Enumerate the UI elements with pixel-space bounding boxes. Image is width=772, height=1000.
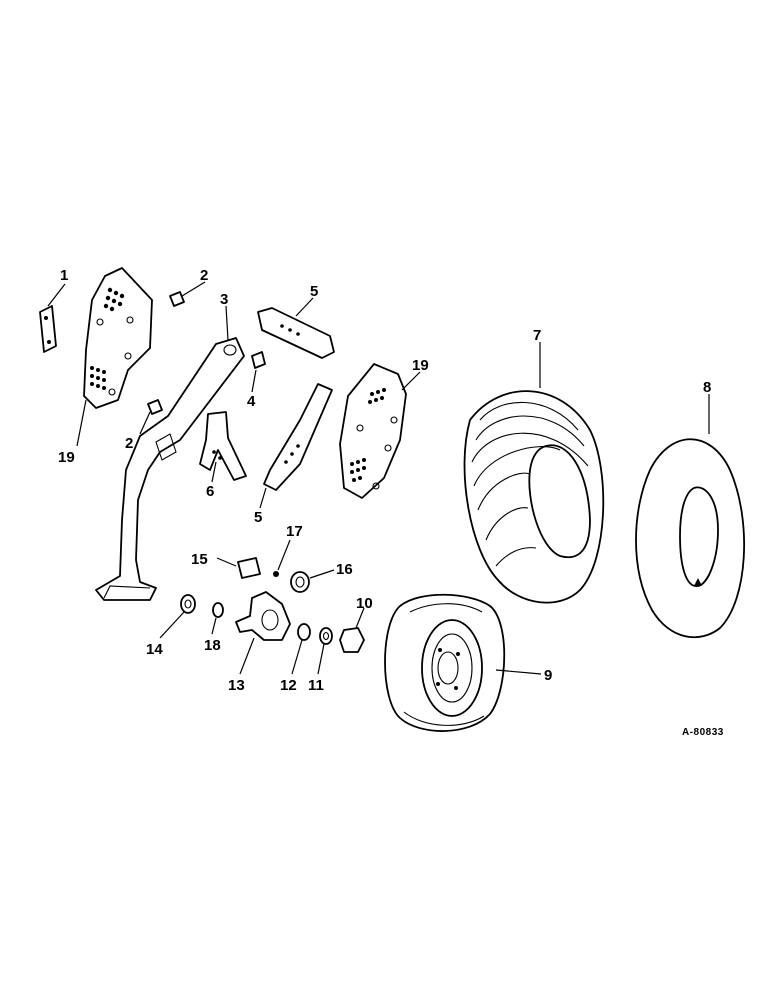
callout-16: 16 [336,561,353,578]
callout-1: 1 [60,267,68,284]
callout-12: 12 [280,677,297,694]
callout-11: 11 [308,677,324,694]
callout-18: 18 [204,637,221,654]
callout-14: 14 [146,641,163,658]
callout-10: 10 [356,595,373,612]
part-11-nut [319,627,333,645]
part-16-bearing [290,571,310,593]
part-1-bracket [39,305,57,353]
part-10-hub-cap [339,627,365,653]
part-15-bearing-cup [237,557,261,579]
part-19-side-plate-right [339,363,407,499]
part-5-link-upper [257,307,335,359]
part-12-washer [297,623,311,641]
part-13-spindle [235,591,291,641]
callout-7: 7 [533,327,541,344]
part-5-link-lower [263,383,333,491]
leader-lines [47,281,710,675]
part-14-nut [180,594,196,614]
drawing-number: A-80833 [682,727,724,738]
callout-9: 9 [544,667,552,684]
callout-5-bottom: 5 [254,509,262,526]
callout-13: 13 [228,677,245,694]
part-3-main-arm [95,337,245,601]
part-18-washer [212,602,224,618]
part-6-v-bracket [199,411,247,481]
part-2-spacer-mid [147,399,163,415]
callout-8: 8 [703,379,711,396]
part-7-tire [463,390,605,604]
part-19-side-plate-left [83,267,153,409]
part-8-inner-tube [635,438,746,639]
part-9-wheel-rim [384,593,506,732]
callout-2-mid: 2 [125,435,133,452]
part-2-spacer-top [169,291,185,307]
callout-6: 6 [206,483,214,500]
callout-3: 3 [220,291,228,308]
callout-labels: 1 2 2 3 4 5 5 6 7 8 9 10 11 12 13 14 15 … [58,267,711,694]
callout-19-left: 19 [58,449,75,466]
part-4-bushing [251,351,266,369]
callout-15: 15 [191,551,208,568]
callout-2-top: 2 [200,267,208,284]
callout-17: 17 [286,523,303,540]
callout-4: 4 [247,393,256,410]
part-17-seal [273,571,279,577]
callout-19-right: 19 [412,357,429,374]
callout-5-top: 5 [310,283,318,300]
